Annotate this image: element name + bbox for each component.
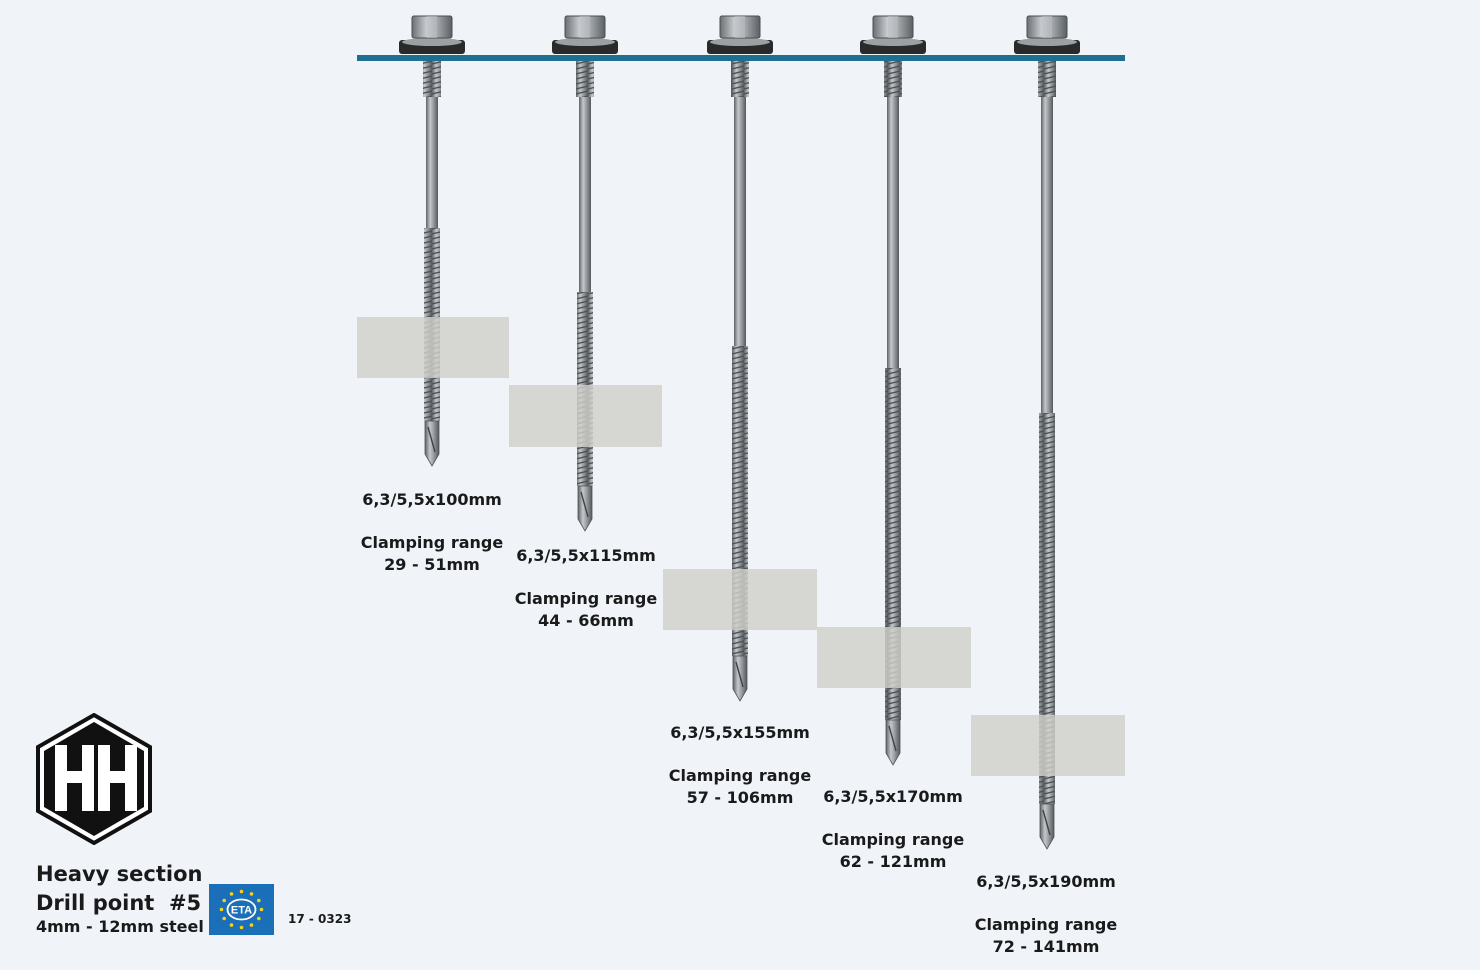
eta-star xyxy=(229,923,234,927)
screw-size: 6,3/5,5x115mm xyxy=(516,546,656,565)
steel-substrate-block xyxy=(357,317,509,378)
screw-label-4: 6,3/5,5x170mm Clamping range 62 - 121mm xyxy=(793,786,993,873)
upper-thread xyxy=(884,61,902,97)
clamping-range-label: Clamping range xyxy=(360,533,504,552)
screw-label-1: 6,3/5,5x100mm Clamping range 29 - 51mm xyxy=(332,489,532,576)
upper-thread xyxy=(1038,61,1056,97)
upper-thread xyxy=(423,61,441,97)
eta-star xyxy=(222,898,226,903)
screw-label-5: 6,3/5,5x190mm Clamping range 72 - 141mm xyxy=(946,871,1146,958)
screw-size: 6,3/5,5x170mm xyxy=(823,787,963,806)
clamping-range-label: Clamping range xyxy=(514,589,658,608)
screw-label-2: 6,3/5,5x115mm Clamping range 44 - 66mm xyxy=(486,545,686,632)
sheet-metal-bar xyxy=(357,55,1125,61)
steel-substrate-block xyxy=(817,627,971,688)
hh-hexagon-logo-icon xyxy=(36,713,152,845)
screw-label-3: 6,3/5,5x155mm Clamping range 57 - 106mm xyxy=(640,722,840,809)
steel-substrate-block xyxy=(971,715,1125,776)
eta-star xyxy=(257,916,261,921)
eta-eu-stars-icon: ETA xyxy=(209,884,274,935)
title-line-2: Drill point #5 xyxy=(36,891,202,915)
eta-star xyxy=(239,889,244,894)
screw-5 xyxy=(971,15,1125,850)
clamping-range-value: 72 - 141mm xyxy=(992,937,1100,956)
eta-star xyxy=(257,898,261,903)
eta-star xyxy=(239,925,244,930)
shank xyxy=(579,97,591,292)
shank xyxy=(426,97,438,228)
screw-size: 6,3/5,5x100mm xyxy=(362,490,502,509)
clamping-range-label: Clamping range xyxy=(821,830,965,849)
steel-substrate-block xyxy=(663,569,817,630)
shank xyxy=(887,97,899,368)
eta-star xyxy=(259,907,264,912)
eta-star xyxy=(249,892,254,896)
shank xyxy=(734,97,746,346)
upper-thread xyxy=(731,61,749,97)
clamping-range-label: Clamping range xyxy=(668,766,812,785)
eta-number: 17 - 0323 xyxy=(288,912,352,926)
screw-3 xyxy=(663,15,817,702)
clamping-range-value: 57 - 106mm xyxy=(686,788,794,807)
eta-logo-text: ETA xyxy=(231,905,252,917)
screw-size: 6,3/5,5x190mm xyxy=(976,872,1116,891)
shank xyxy=(1041,97,1053,413)
product-title-block: Heavy section Drill point #5 4mm - 12mm … xyxy=(36,860,204,936)
screw-size: 6,3/5,5x155mm xyxy=(670,723,810,742)
clamping-range-label: Clamping range xyxy=(974,915,1118,934)
screw-2 xyxy=(509,15,662,532)
upper-thread xyxy=(576,61,594,97)
subtitle: 4mm - 12mm steel xyxy=(36,917,204,936)
screw-1 xyxy=(357,15,509,467)
eta-star xyxy=(229,892,234,896)
eta-star xyxy=(222,916,226,921)
clamping-range-value: 62 - 121mm xyxy=(839,852,947,871)
main-thread xyxy=(1039,413,1055,804)
clamping-range-value: 44 - 66mm xyxy=(538,611,634,630)
screw-4 xyxy=(817,15,971,766)
eta-star xyxy=(249,923,254,927)
eta-star xyxy=(219,907,224,912)
clamping-range-value: 29 - 51mm xyxy=(384,555,480,574)
title-line-1: Heavy section xyxy=(36,862,203,886)
steel-substrate-block xyxy=(509,385,662,447)
